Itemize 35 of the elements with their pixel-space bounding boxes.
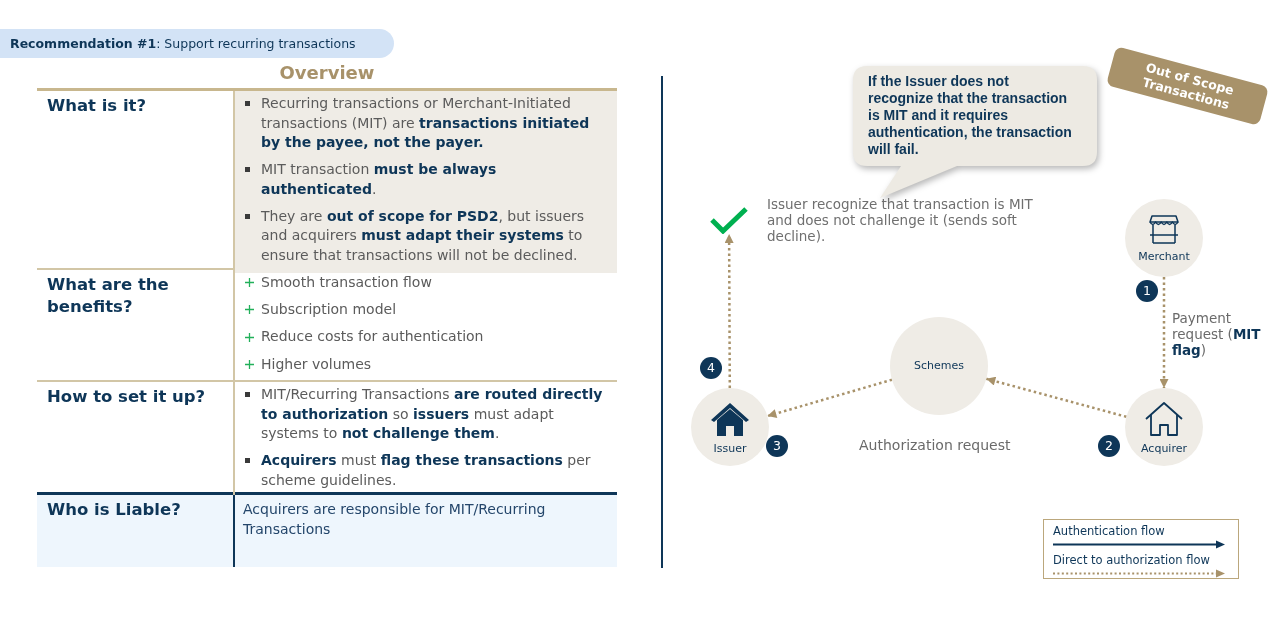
callout-number: 4 [700, 357, 722, 379]
node-label: Schemes [914, 359, 964, 373]
list-item-text: They are out of scope for PSD2, but issuers and acquirers must adapt their systems to ensure that transactions will not be declined. [261, 206, 586, 265]
row-heading: How to set it up? [47, 387, 206, 406]
list-item-text: Higher volumes [261, 354, 372, 374]
list-item-text: Smooth transaction flow [261, 273, 432, 292]
callout-number: 1 [1136, 280, 1158, 302]
check-icon [709, 206, 749, 234]
note-text: Issuer recognize that transaction is MIT and does not challenge it (sends soft decline). [767, 196, 1034, 244]
section-heading: Overview [279, 61, 375, 85]
flow-caption: Authorization request [859, 437, 1011, 453]
list-item-text: Recurring transactions or Merchant-Initiated transactions (MIT) are transactions initiated by the payee, not the payer. [261, 94, 591, 152]
dotted-arrow [1159, 277, 1169, 388]
legend-label: Direct to authorization flow [1053, 553, 1210, 567]
dotted-arrow [724, 234, 734, 388]
callout-number: 3 [766, 435, 788, 457]
callout-number: 2 [1098, 435, 1120, 457]
node-label: Issuer [713, 441, 747, 456]
row-heading: What are the benefits? [47, 275, 169, 316]
cell-text: Acquirers are responsible for MIT/Recurring Transactions [243, 501, 546, 537]
node-label: Merchant [1138, 249, 1190, 264]
speech-bubble [853, 66, 1097, 198]
row-heading: What is it? [47, 96, 147, 115]
title-banner: Recommendation #1: Support recurring transactions [0, 29, 394, 58]
dotted-arrow [985, 376, 1127, 418]
row-heading: Who is Liable? [47, 500, 181, 519]
callout-text: If the Issuer does not recognize that the transaction is MIT and it requires authentication, the transaction will fail. [868, 73, 1073, 158]
list-item-text: MIT transaction must be always authenticated. [261, 160, 498, 199]
list-item-text: Subscription model [261, 300, 397, 320]
list-item-text: MIT/Recurring Transactions are routed directly to authorization so issuers must adapt systems to not challenge them. [261, 385, 604, 443]
list-item-text: Reduce costs for authentication [261, 327, 484, 347]
list-item-text: Acquirers must flag these transactions per scheme guidelines. [261, 451, 592, 490]
legend-label: Authentication flow [1053, 524, 1165, 538]
dotted-arrow [767, 378, 893, 418]
node-label: Acquirer [1141, 441, 1187, 456]
